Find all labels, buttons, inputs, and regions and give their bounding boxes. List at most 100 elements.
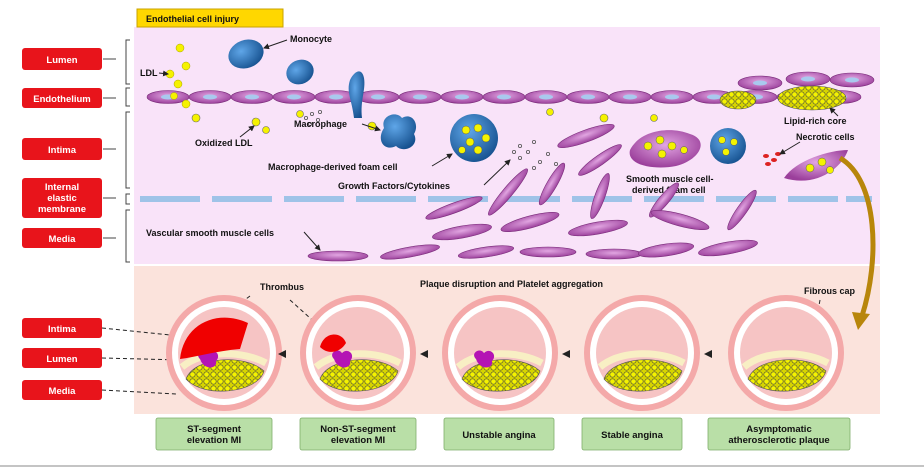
layer-label-iem-3: membrane [38, 204, 86, 215]
progression-arrow-head [852, 312, 870, 330]
diagram-title: Endothelial cell injury [146, 14, 239, 24]
lipid-plaque [747, 359, 827, 392]
media-smc [307, 196, 758, 262]
smc-foam-cell [629, 130, 701, 168]
layer-brackets [103, 39, 130, 263]
endothelial-nucleus [329, 94, 343, 100]
endothelial-nucleus [413, 94, 427, 100]
progression-arrows [278, 350, 712, 358]
lipid-plaque [603, 359, 683, 392]
monocyte-cell [286, 59, 314, 85]
lipid-plaque [319, 359, 399, 392]
layer-label-iem-box [22, 178, 102, 218]
endothelial-nucleus [455, 94, 469, 100]
label-macrophage: Macrophage [294, 119, 347, 129]
oxidation-dots [303, 110, 559, 170]
stage-label: Unstable angina [462, 430, 536, 441]
stage-label: elevation MI [331, 435, 385, 446]
platelet-aggregate [474, 350, 495, 368]
endothelial-nucleus [665, 94, 679, 100]
stage-box: Unstable angina [443, 417, 555, 451]
layer-label-intima: Intima [48, 145, 77, 156]
label-growth-factors: Growth Factors/Cytokines [338, 181, 450, 191]
artery-cross-sections [166, 295, 844, 411]
stage-box-bg [443, 417, 555, 451]
layer-label-endothelium-box [22, 88, 102, 108]
stage-box-bg [299, 417, 417, 451]
necrotic-smc [784, 150, 848, 181]
macrophage-foam-cell [450, 114, 498, 162]
label-lipid-core: Lipid-rich core [784, 116, 847, 126]
top-layer-labels: Lumen Endothelium Intima Internal elasti… [22, 48, 102, 248]
stage-label: ST-segment [187, 424, 242, 435]
stage-box-bg [581, 417, 683, 451]
label-oxidized-ldl: Oxidized LDL [195, 138, 253, 148]
label-vascular-smc: Vascular smooth muscle cells [146, 228, 274, 238]
label-necrotic-cells: Necrotic cells [796, 132, 855, 142]
endothelial-nucleus [371, 94, 385, 100]
layer-label-endothelium: Endothelium [33, 94, 91, 105]
layer-label-lumen-box [22, 48, 102, 70]
label-fibrous-cap: Fibrous cap [804, 286, 856, 296]
stage-label: Stable angina [601, 430, 663, 441]
stage-label: atherosclerotic plaque [728, 435, 829, 446]
fibrous-cap [597, 350, 686, 370]
endothelial-nucleus [539, 94, 553, 100]
stage-box-bg [155, 417, 273, 451]
fibrous-cap [741, 350, 830, 370]
layer-label-iem-1: Internal [45, 182, 79, 193]
label-thrombus: Thrombus [260, 282, 304, 292]
label-monocyte: Monocyte [290, 34, 332, 44]
oxidized-ldl-particles [191, 108, 658, 134]
artery-section [728, 295, 844, 411]
artery-section [300, 295, 416, 411]
necrotic-cells [763, 152, 781, 166]
endothelial-nucleus [203, 94, 217, 100]
bottom-label-intima: Intima [48, 324, 77, 335]
layer-label-lumen: Lumen [46, 55, 77, 66]
lipid-plaque [461, 359, 541, 392]
artery-section [584, 295, 700, 411]
bottom-layer-labels: Intima Lumen Media [22, 318, 102, 400]
progression-arrow [838, 155, 876, 317]
endothelial-nucleus [287, 94, 301, 100]
lipid-plaque [185, 359, 265, 392]
bottom-label-lumen-box [22, 348, 102, 368]
bottom-label-lumen: Lumen [46, 354, 77, 365]
endothelial-nucleus [845, 77, 859, 83]
ldl-particles [165, 43, 191, 109]
endothelial-nucleus [581, 94, 595, 100]
fibrous-cap [179, 350, 268, 370]
endothelial-nucleus [623, 94, 637, 100]
lipid-core [777, 85, 847, 111]
monocytes [228, 39, 365, 118]
label-ldl: LDL [140, 68, 158, 78]
layer-label-media: Media [49, 234, 77, 245]
stage-box: Stable angina [581, 417, 683, 451]
label-macrophage-foam-cell: Macrophage-derived foam cell [268, 162, 398, 172]
platelet-aggregate [332, 350, 353, 368]
layer-label-media-box [22, 228, 102, 248]
bottom-label-media: Media [49, 386, 77, 397]
endothelial-nucleus [497, 94, 511, 100]
migrating-smc [488, 123, 757, 231]
endothelial-nucleus [753, 80, 767, 86]
fibrous-cap [455, 350, 544, 370]
stage-box-bg [707, 417, 851, 451]
thrombus [320, 334, 346, 352]
lipid-deposit [719, 90, 757, 110]
endothelial-nucleus [245, 94, 259, 100]
macrophage-cell [380, 114, 417, 150]
endothelial-nucleus [707, 94, 721, 100]
artery-section [166, 295, 282, 411]
label-smc-foam-1: Smooth muscle cell- [626, 174, 714, 184]
thrombus [180, 317, 248, 359]
title-box [136, 8, 284, 28]
stage-label: elevation MI [187, 435, 241, 446]
monocyte-cell [228, 39, 264, 69]
